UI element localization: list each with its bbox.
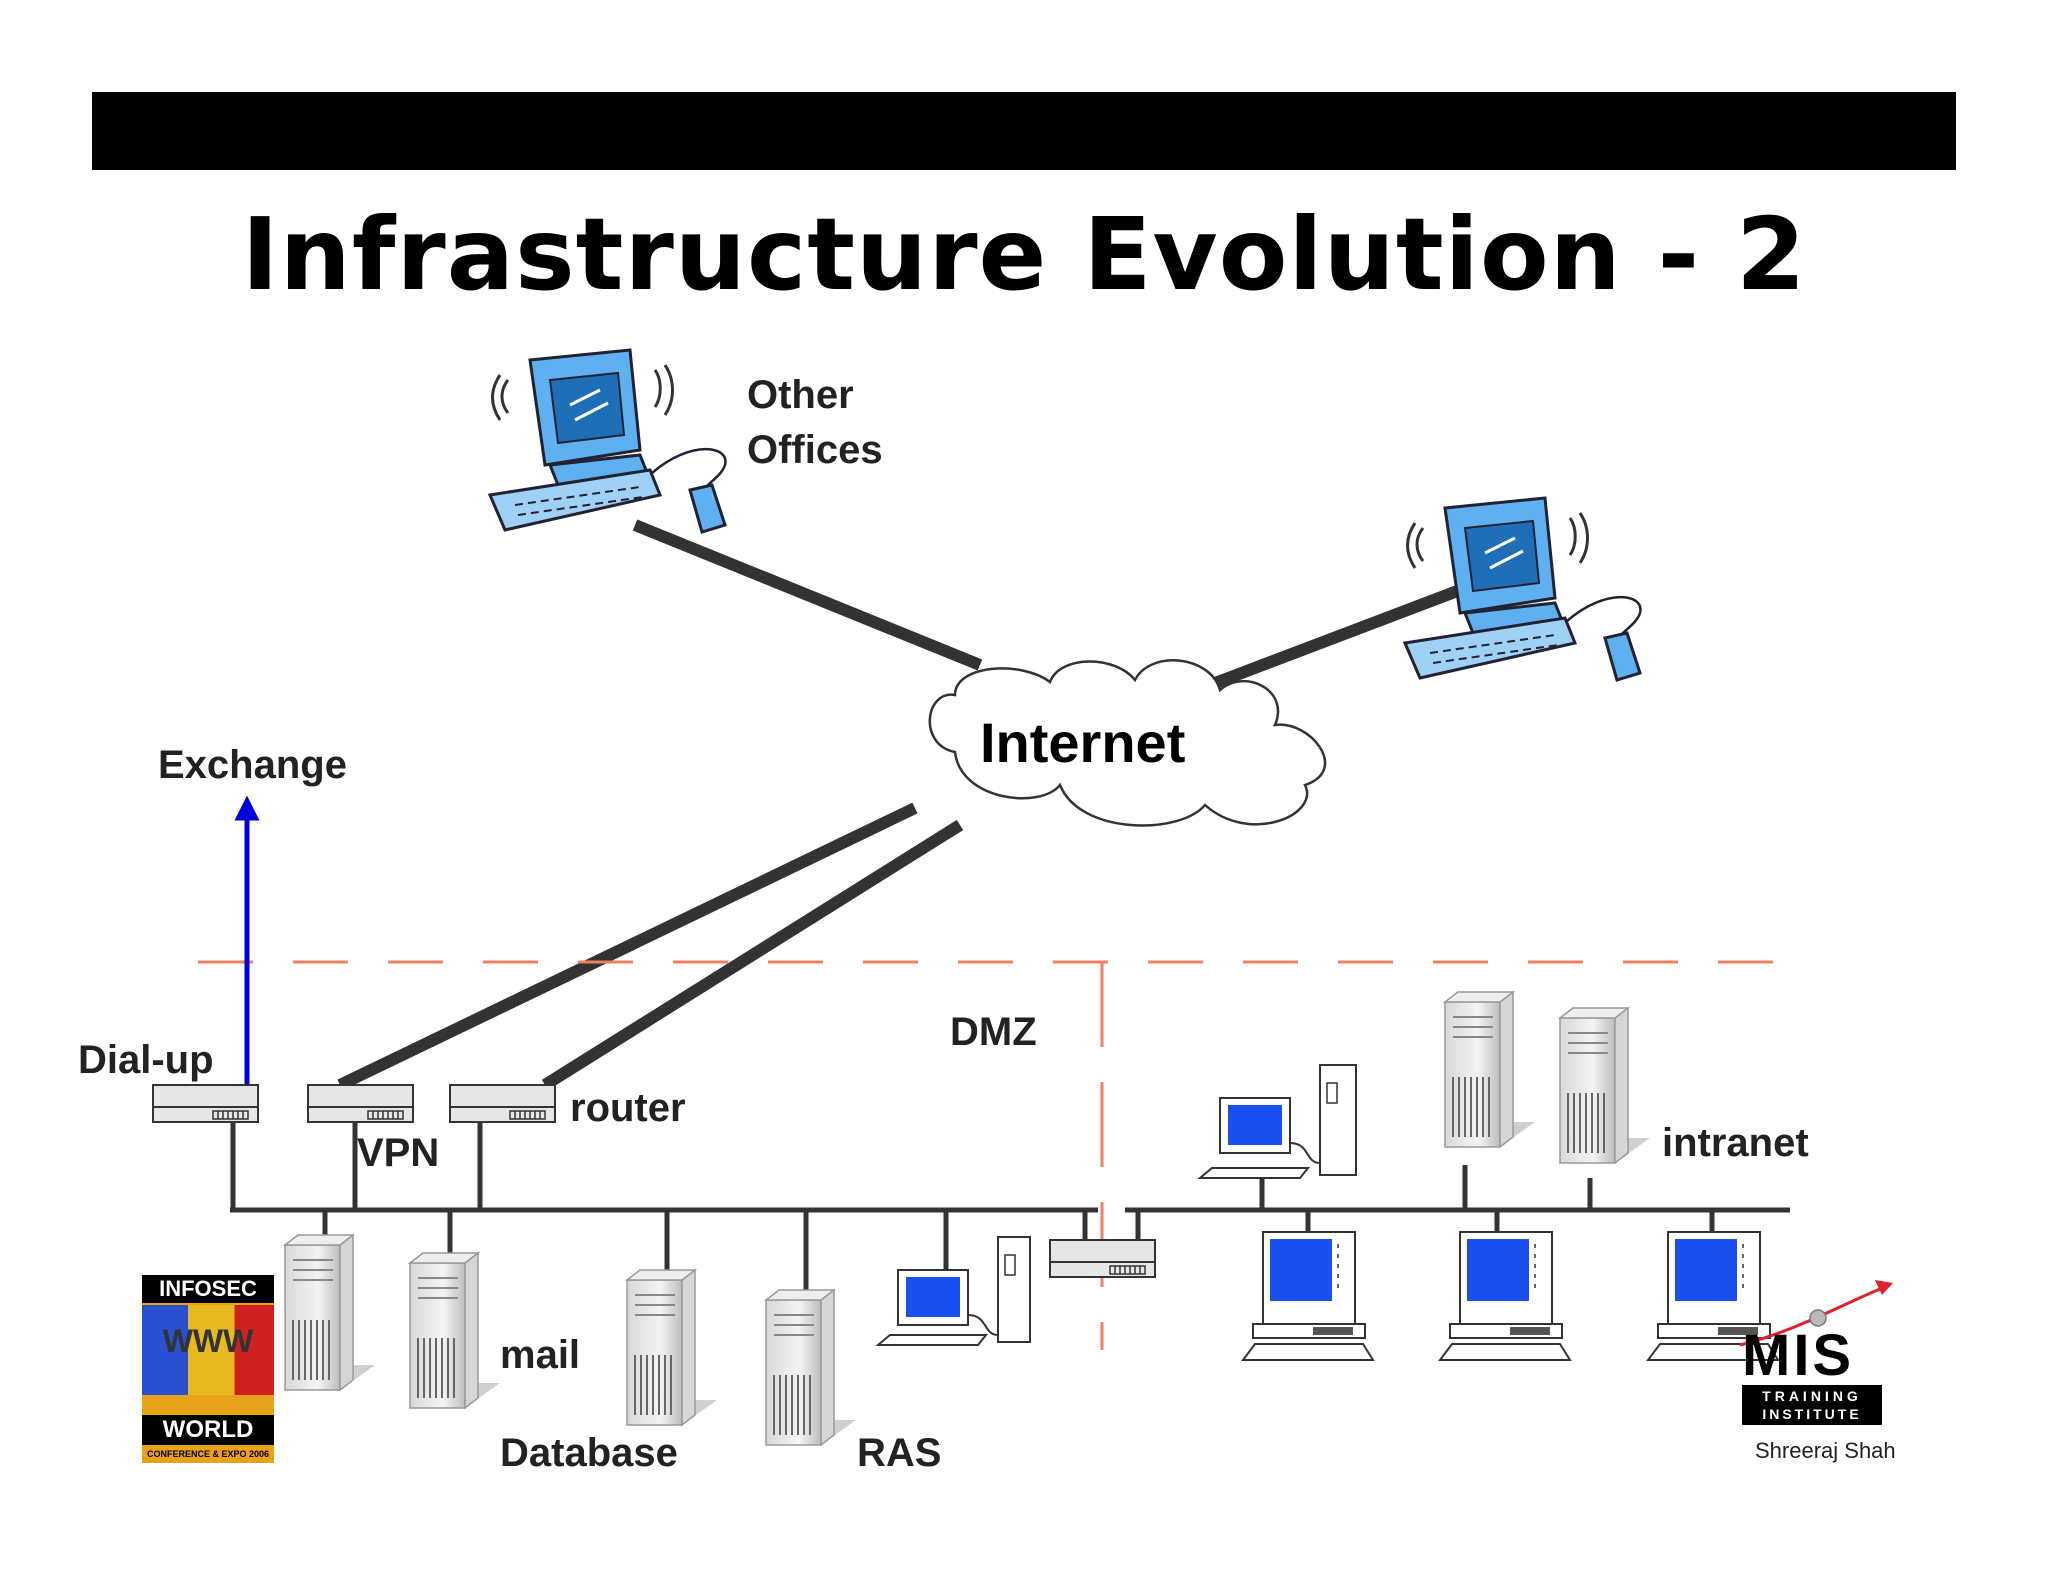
label-database: Database [500,1431,678,1475]
infosec-logo-top: INFOSEC [142,1275,274,1303]
page-title: Infrastructure Evolution - 2 [241,196,1807,313]
server-tower-icon [624,1268,717,1427]
router-icon [449,1084,556,1123]
workstation-icon [1197,1064,1357,1179]
infosec-logo: INFOSEC WWW WORLD CONFERENCE & EXPO 2006 [142,1275,274,1463]
author-credit: Shreeraj Shah [1755,1438,1896,1463]
router-icon [307,1084,414,1123]
server-tower-icon [763,1288,856,1447]
infosec-logo-art [142,1305,274,1395]
server-tower-icon [407,1251,500,1410]
workstation-icon [1438,1231,1572,1361]
remote-computer-icon [487,348,727,534]
mis-logo: MIS TRAINING INSTITUTE [1739,1280,1893,1425]
link-office-internet [632,519,983,671]
infosec-logo-mid: WWW [162,1323,254,1359]
wan-links [337,519,1463,1091]
title-bar [92,92,1956,170]
cloud-icon [928,659,1327,827]
mis-logo-sub2: INSTITUTE [1762,1406,1861,1422]
label-router: router [570,1086,686,1130]
workstation-icon [1241,1231,1375,1361]
link-remote-internet [1207,584,1463,691]
label-mail: mail [500,1333,581,1377]
label-other-offices-2: Offices [747,428,883,472]
mis-logo-sub1: TRAINING [1762,1388,1862,1404]
server-tower-icon [1557,1006,1650,1165]
label-vpn: VPN [357,1131,440,1175]
server-tower-icon [282,1233,375,1392]
label-dmz: DMZ [950,1010,1037,1054]
label-dial-up: Dial-up [78,1038,214,1082]
label-ras: RAS [857,1431,942,1475]
lan-backbone [230,1122,1790,1295]
infosec-logo-world: WORLD [142,1415,274,1445]
label-exchange: Exchange [158,743,347,787]
remote-computer-icon [1402,496,1642,682]
workstation-icon [875,1236,1031,1346]
server-tower-icon [1442,990,1535,1149]
link-router-internet [541,819,964,1091]
router-icon [1049,1239,1156,1278]
router-icon [152,1084,259,1123]
label-intranet: intranet [1662,1121,1809,1165]
infosec-logo-bottom: CONFERENCE & EXPO 2006 [142,1445,274,1463]
link-vpn-internet [337,802,918,1091]
workstation-icon [1646,1231,1780,1361]
dmz-boundary [198,960,1800,1350]
label-internet: Internet [980,711,1186,774]
mis-logo-text: MIS [1742,1323,1854,1388]
label-other-offices-1: Other [747,373,854,417]
